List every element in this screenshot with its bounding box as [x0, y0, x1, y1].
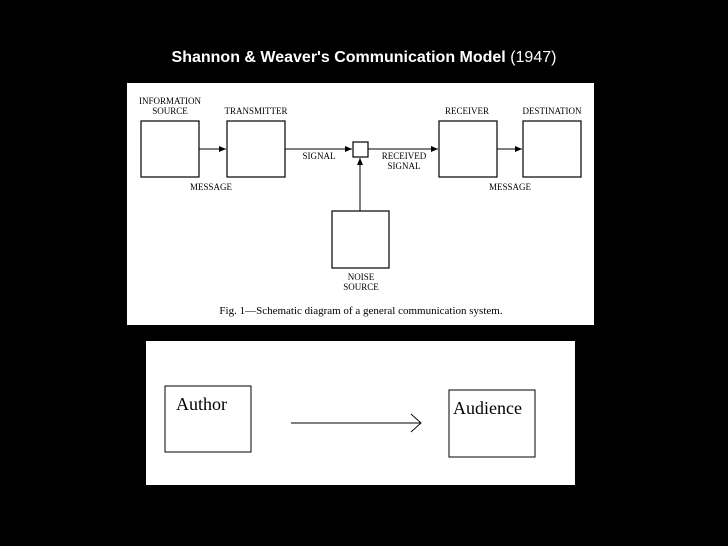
signal-label: SIGNAL: [303, 151, 336, 161]
arrow-author-to-audience-head: [410, 413, 422, 433]
audience-label: Audience: [453, 398, 522, 418]
received-signal-label-1: RECEIVED: [382, 151, 427, 161]
slide-title-year: (1947): [510, 49, 557, 66]
receiver-label: RECEIVER: [445, 106, 489, 116]
channel-box: [352, 141, 369, 158]
info-source-label-1: INFORMATION: [139, 96, 202, 106]
destination-label: DESTINATION: [523, 106, 582, 116]
info-source-box: [140, 120, 200, 178]
noise-source-box: [331, 210, 390, 269]
shannon-diagram-panel: INFORMATION SOURCE TRANSMITTER RECEIVER …: [127, 83, 594, 325]
figure-caption: Fig. 1—Schematic diagram of a general co…: [219, 305, 502, 317]
shannon-diagram: INFORMATION SOURCE TRANSMITTER RECEIVER …: [139, 96, 582, 317]
author-audience-panel: Author Audience: [146, 341, 575, 485]
received-signal-label-2: SIGNAL: [388, 161, 421, 171]
destination-box: [522, 120, 582, 178]
audience-box: [448, 389, 536, 458]
noise-source-label-2: SOURCE: [343, 282, 379, 292]
slide-title: Shannon & Weaver's Communication Model (…: [0, 49, 728, 67]
message-label-left: MESSAGE: [190, 182, 233, 192]
author-audience-diagram: Author Audience: [164, 385, 536, 458]
author-box: [164, 385, 252, 453]
receiver-box: [438, 120, 498, 178]
info-source-label-2: SOURCE: [152, 106, 188, 116]
slide-title-bold: Shannon & Weaver's Communication Model: [171, 49, 506, 66]
transmitter-label: TRANSMITTER: [225, 106, 288, 116]
message-label-right: MESSAGE: [489, 182, 532, 192]
author-label: Author: [176, 394, 227, 414]
transmitter-box: [226, 120, 286, 178]
noise-source-label-1: NOISE: [348, 272, 375, 282]
